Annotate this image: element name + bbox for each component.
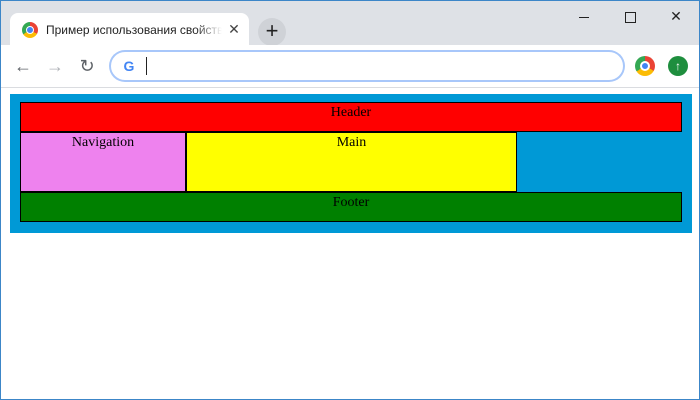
chrome-favicon-icon bbox=[22, 22, 38, 38]
maximize-button[interactable] bbox=[607, 1, 653, 31]
tab-active[interactable]: Пример использования свойства ✕ bbox=[10, 13, 249, 45]
close-icon[interactable]: ✕ bbox=[228, 21, 240, 37]
minimize-icon bbox=[579, 16, 589, 18]
grid-container: Header Navigation Main Footer bbox=[10, 94, 692, 233]
reload-button[interactable]: ↻ bbox=[75, 54, 99, 78]
back-button[interactable]: ← bbox=[11, 54, 35, 78]
minimize-button[interactable] bbox=[561, 1, 607, 31]
reload-icon: ↻ bbox=[79, 56, 95, 76]
new-tab-button[interactable]: + bbox=[258, 18, 286, 46]
address-input[interactable] bbox=[143, 56, 603, 76]
browser-toolbar: ← → ↻ G ↑ bbox=[1, 45, 699, 88]
tab-strip: Пример использования свойства ✕ + ✕ bbox=[1, 1, 699, 46]
navigation-block: Navigation bbox=[20, 132, 186, 192]
arrow-left-icon: ← bbox=[14, 56, 32, 76]
google-icon: G bbox=[123, 58, 135, 74]
close-icon: ✕ bbox=[670, 8, 682, 24]
chrome-extension-icon[interactable] bbox=[635, 56, 655, 76]
window-close-button[interactable]: ✕ bbox=[653, 1, 699, 31]
page-content: Header Navigation Main Footer bbox=[1, 88, 699, 399]
header-block: Header bbox=[20, 102, 682, 132]
arrow-right-icon: → bbox=[46, 56, 64, 76]
maximize-icon bbox=[624, 11, 636, 23]
update-icon[interactable]: ↑ bbox=[668, 56, 688, 76]
main-block: Main bbox=[186, 132, 517, 192]
footer-block: Footer bbox=[20, 192, 682, 222]
address-bar[interactable]: G bbox=[110, 51, 624, 81]
tab-title: Пример использования свойства bbox=[46, 23, 222, 37]
text-caret bbox=[146, 57, 147, 75]
forward-button[interactable]: → bbox=[43, 54, 67, 78]
